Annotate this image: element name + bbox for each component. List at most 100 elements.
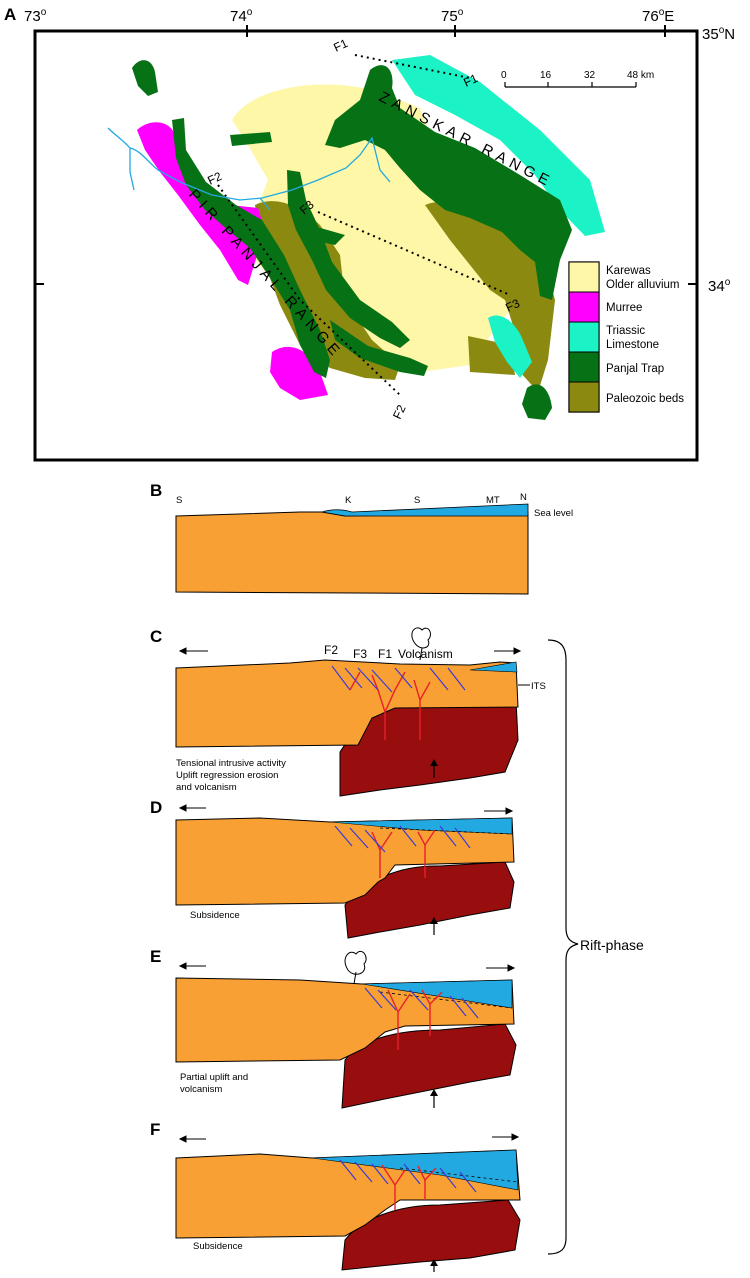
crust-block-d: [175, 817, 515, 906]
uplift-arrowhead-f: [430, 1259, 438, 1266]
label-volcanism: Volcanism: [398, 647, 453, 661]
sea-e: [361, 979, 513, 1009]
legend-label-panjal-trap: Panjal Trap: [606, 363, 664, 375]
river-network: [107, 127, 391, 211]
scale-tick-16: 16: [540, 70, 552, 81]
dykes-f: [381, 1164, 437, 1210]
label-its: ITS: [531, 681, 546, 692]
sediment-line-d: [379, 827, 513, 835]
panjal-trap-outlier-nw: [132, 60, 158, 96]
legend-label-older-alluvium: Older alluvium: [606, 279, 680, 291]
triassic-unit-north: [392, 55, 605, 236]
panel-label-e: E: [150, 947, 161, 966]
panel-label-d: D: [150, 798, 162, 817]
section-f: F Subsidence: [150, 1120, 521, 1272]
fault-label-f3-end: F3: [503, 296, 522, 315]
panel-label-a: A: [4, 5, 16, 24]
sea-b: [321, 503, 529, 517]
map-panel: A 73o 74o 75o 76oE 35oN 34o: [4, 5, 735, 462]
fault-label-f2-end: F2: [390, 402, 409, 421]
legend-label-karewas: Karewas: [606, 265, 651, 277]
scale-bar: 0 16 32 48 km: [501, 70, 654, 88]
label-f1: F1: [378, 647, 392, 661]
faults-c: [331, 665, 466, 693]
rift-phase-bracket: Rift-phase: [547, 639, 644, 1255]
map-ticks: [35, 25, 697, 285]
legend-swatch-paleozoic: [568, 381, 600, 413]
legend-swatch-murree: [568, 291, 600, 323]
murree-unit-south: [270, 346, 328, 400]
panjal-trap-outlier-se: [522, 384, 552, 420]
scale-tick-0: 0: [501, 70, 507, 81]
legend-label-paleozoic: Paleozoic beds: [606, 393, 684, 405]
label-s-mid: S: [414, 495, 420, 506]
legend-swatch-karewas: [568, 261, 600, 293]
lon-label-76: 76oE: [642, 7, 674, 25]
caption-f: Subsidence: [193, 1241, 243, 1252]
extension-arrows-f: [178, 1133, 520, 1143]
lon-label-73: 73o: [24, 7, 47, 25]
caption-c-1: Tensional intrusive activity: [176, 758, 286, 769]
section-d: D Subsidence: [150, 798, 515, 939]
caption-d: Subsidence: [190, 910, 240, 921]
fault-traces: [217, 54, 511, 396]
crust-block-e: [175, 977, 515, 1063]
lat-label-35: 35oN: [702, 25, 735, 43]
caption-c-3: and volcanism: [176, 782, 237, 793]
panjal-trap-west: [172, 118, 330, 378]
extension-arrows-d: [178, 804, 514, 815]
section-e: E Partial uplift and volcanism: [150, 947, 517, 1109]
volcanic-plume-e: [344, 950, 367, 985]
panjal-trap-main: [325, 65, 572, 300]
section-c: C ITS F2 F3 F1 Volcanism Tens: [150, 627, 546, 797]
fault-label-f1-start: F1: [331, 36, 350, 55]
label-sea-level: Sea level: [534, 508, 573, 519]
label-s-south: S: [176, 495, 182, 506]
legend-swatch-panjal-trap: [568, 351, 600, 383]
panel-label-b: B: [150, 481, 162, 500]
sediment-line-e: [379, 991, 513, 1009]
volcanic-plume-c: [411, 627, 431, 661]
section-b: B S K S MT N Sea level: [150, 481, 573, 595]
scale-tick-48: 48 km: [627, 70, 654, 81]
dykes-c: [349, 671, 431, 740]
rift-phase-label: Rift-phase: [580, 937, 644, 953]
scale-tick-32: 32: [584, 70, 596, 81]
dykes-d: [371, 829, 436, 878]
fault-label-f1-end: F1: [461, 71, 480, 90]
panel-label-f: F: [150, 1120, 160, 1139]
triassic-unit-south: [488, 315, 532, 378]
caption-c-2: Uplift regression erosion: [176, 770, 278, 781]
lon-label-75: 75o: [441, 7, 464, 25]
panel-label-c: C: [150, 627, 162, 646]
caption-e-1: Partial uplift and: [180, 1072, 248, 1083]
dykes-e: [387, 989, 443, 1050]
sea-c: [469, 661, 518, 673]
panjal-trap-outlier-w: [230, 132, 272, 146]
uplift-arrowhead-c: [430, 759, 438, 766]
caption-e-2: volcanism: [180, 1084, 222, 1095]
faults-e: [364, 987, 479, 1019]
fault-label-f2-start: F2: [205, 169, 224, 188]
panjal-trap-south-arm: [330, 320, 428, 376]
uplift-arrowhead-d: [430, 917, 438, 924]
legend-label-murree: Murree: [606, 302, 642, 314]
label-mt: MT: [486, 495, 500, 506]
extension-arrows-e: [178, 962, 516, 972]
legend-label-limestone: Limestone: [606, 339, 659, 351]
faults-f: [339, 1159, 477, 1193]
faults-d: [334, 825, 471, 853]
crust-block-b: [175, 511, 529, 595]
label-f2: F2: [324, 643, 338, 657]
panjal-trap-spur: [310, 225, 345, 245]
legend-swatch-triassic: [568, 321, 600, 353]
label-f3: F3: [353, 647, 367, 661]
extension-arrows-c: [178, 647, 522, 655]
label-k: K: [345, 495, 352, 506]
lat-label-34: 34o: [708, 277, 731, 295]
map-legend: Karewas Older alluvium Murree Triassic L…: [568, 261, 684, 413]
legend-label-triassic: Triassic: [606, 325, 645, 337]
label-n: N: [520, 492, 527, 503]
uplift-arrowhead-e: [430, 1089, 438, 1096]
